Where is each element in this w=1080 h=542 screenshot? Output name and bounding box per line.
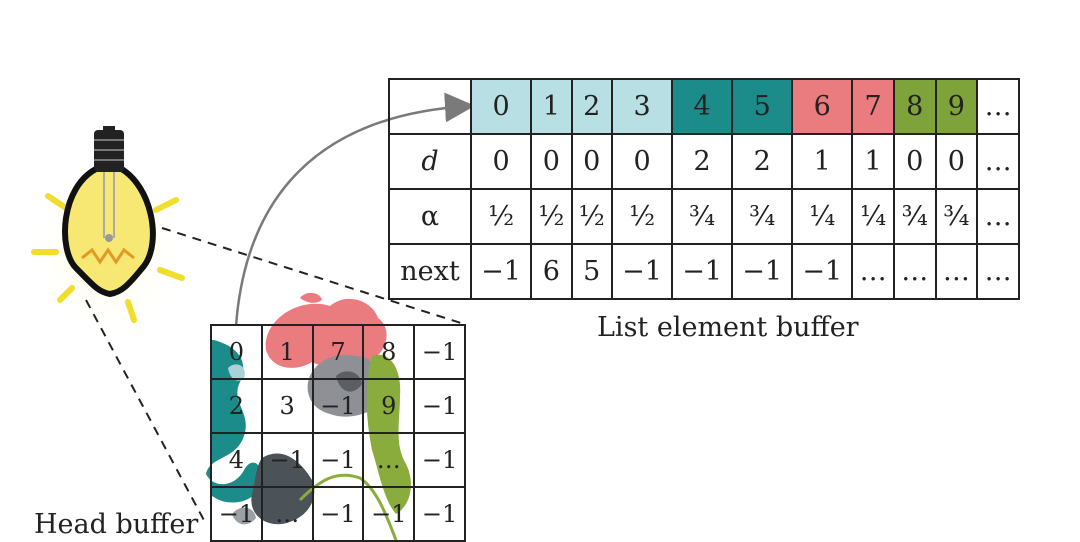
head-buffer-cell: −1 xyxy=(260,432,314,488)
index-cell: 0 xyxy=(469,78,533,135)
head-buffer-cell: −1 xyxy=(311,378,365,434)
row-label: α xyxy=(388,188,472,245)
head-buffer-cell: 9 xyxy=(362,378,416,434)
row-label: d xyxy=(388,133,472,190)
buffer-cell: 0 xyxy=(934,133,979,190)
buffer-cell: 2 xyxy=(671,133,734,190)
head-buffer-cell: −1 xyxy=(413,378,466,434)
projection-line-top xyxy=(161,227,465,325)
head-buffer-cell: −1 xyxy=(362,486,416,542)
buffer-cell: … xyxy=(892,243,937,300)
row-label: next xyxy=(388,243,472,300)
index-cell: 2 xyxy=(570,78,614,135)
buffer-cell: 0 xyxy=(570,133,614,190)
buffer-cell: … xyxy=(934,243,979,300)
head-buffer-cell: −1 xyxy=(210,486,263,542)
index-cell: 6 xyxy=(791,78,854,135)
buffer-cell: −1 xyxy=(791,243,854,300)
head-buffer-cell: … xyxy=(362,432,416,488)
corner-cell xyxy=(388,78,472,135)
head-buffer-cell: 3 xyxy=(260,378,314,434)
head-buffer-cell: … xyxy=(260,486,314,542)
buffer-cell: … xyxy=(851,243,895,300)
list-buffer-caption: List element buffer xyxy=(597,312,859,343)
head-buffer-cell: 2 xyxy=(210,378,263,434)
head-buffer-cell: 7 xyxy=(311,324,365,380)
buffer-cell: ¾ xyxy=(892,188,937,245)
buffer-cell: ½ xyxy=(530,188,573,245)
head-buffer-cell: 0 xyxy=(210,324,263,380)
buffer-cell: 0 xyxy=(610,133,674,190)
head-buffer-cell: 1 xyxy=(260,324,314,380)
index-cell: 9 xyxy=(934,78,979,135)
index-cell: 1 xyxy=(530,78,573,135)
head-buffer-cell: 4 xyxy=(210,432,263,488)
buffer-cell: ¾ xyxy=(671,188,734,245)
head-buffer-cell: −1 xyxy=(413,432,466,488)
index-cell: 3 xyxy=(610,78,674,135)
head-buffer-caption: Head buffer xyxy=(34,509,199,540)
projection-line-bottom xyxy=(85,299,207,525)
buffer-cell: −1 xyxy=(731,243,794,300)
buffer-cell: ¾ xyxy=(731,188,794,245)
buffer-cell: −1 xyxy=(671,243,734,300)
head-buffer-cell: −1 xyxy=(413,486,466,542)
buffer-cell: −1 xyxy=(469,243,533,300)
buffer-cell: … xyxy=(976,188,1020,245)
index-cell: 7 xyxy=(851,78,895,135)
buffer-cell: 6 xyxy=(530,243,573,300)
head-buffer-row: 4−1−1…−1 xyxy=(210,432,466,488)
buffer-cell: 0 xyxy=(469,133,533,190)
buffer-cell: 0 xyxy=(892,133,937,190)
buffer-cell: 5 xyxy=(570,243,614,300)
buffer-cell: 1 xyxy=(791,133,854,190)
buffer-cell: 0 xyxy=(530,133,573,190)
buffer-cell: 1 xyxy=(851,133,895,190)
buffer-cell: ¼ xyxy=(851,188,895,245)
buffer-cell: ½ xyxy=(469,188,533,245)
buffer-cell: ¾ xyxy=(934,188,979,245)
head-buffer-cell: −1 xyxy=(311,432,365,488)
head-buffer-cell: −1 xyxy=(413,324,466,380)
buffer-cell: … xyxy=(976,243,1020,300)
buffer-cell: 2 xyxy=(731,133,794,190)
buffer-cell: ½ xyxy=(570,188,614,245)
head-buffer-cell: 8 xyxy=(362,324,416,380)
buffer-cell: ½ xyxy=(610,188,674,245)
index-cell: 8 xyxy=(892,78,937,135)
index-cell: 4 xyxy=(671,78,734,135)
index-cell: … xyxy=(976,78,1020,135)
light-bulb-icon xyxy=(30,126,186,327)
index-cell: 5 xyxy=(731,78,794,135)
head-buffer-row: −1…−1−1−1 xyxy=(210,486,466,542)
buffer-cell: ¼ xyxy=(791,188,854,245)
head-buffer-cell: −1 xyxy=(311,486,365,542)
buffer-cell: … xyxy=(976,133,1020,190)
buffer-cell: −1 xyxy=(610,243,674,300)
